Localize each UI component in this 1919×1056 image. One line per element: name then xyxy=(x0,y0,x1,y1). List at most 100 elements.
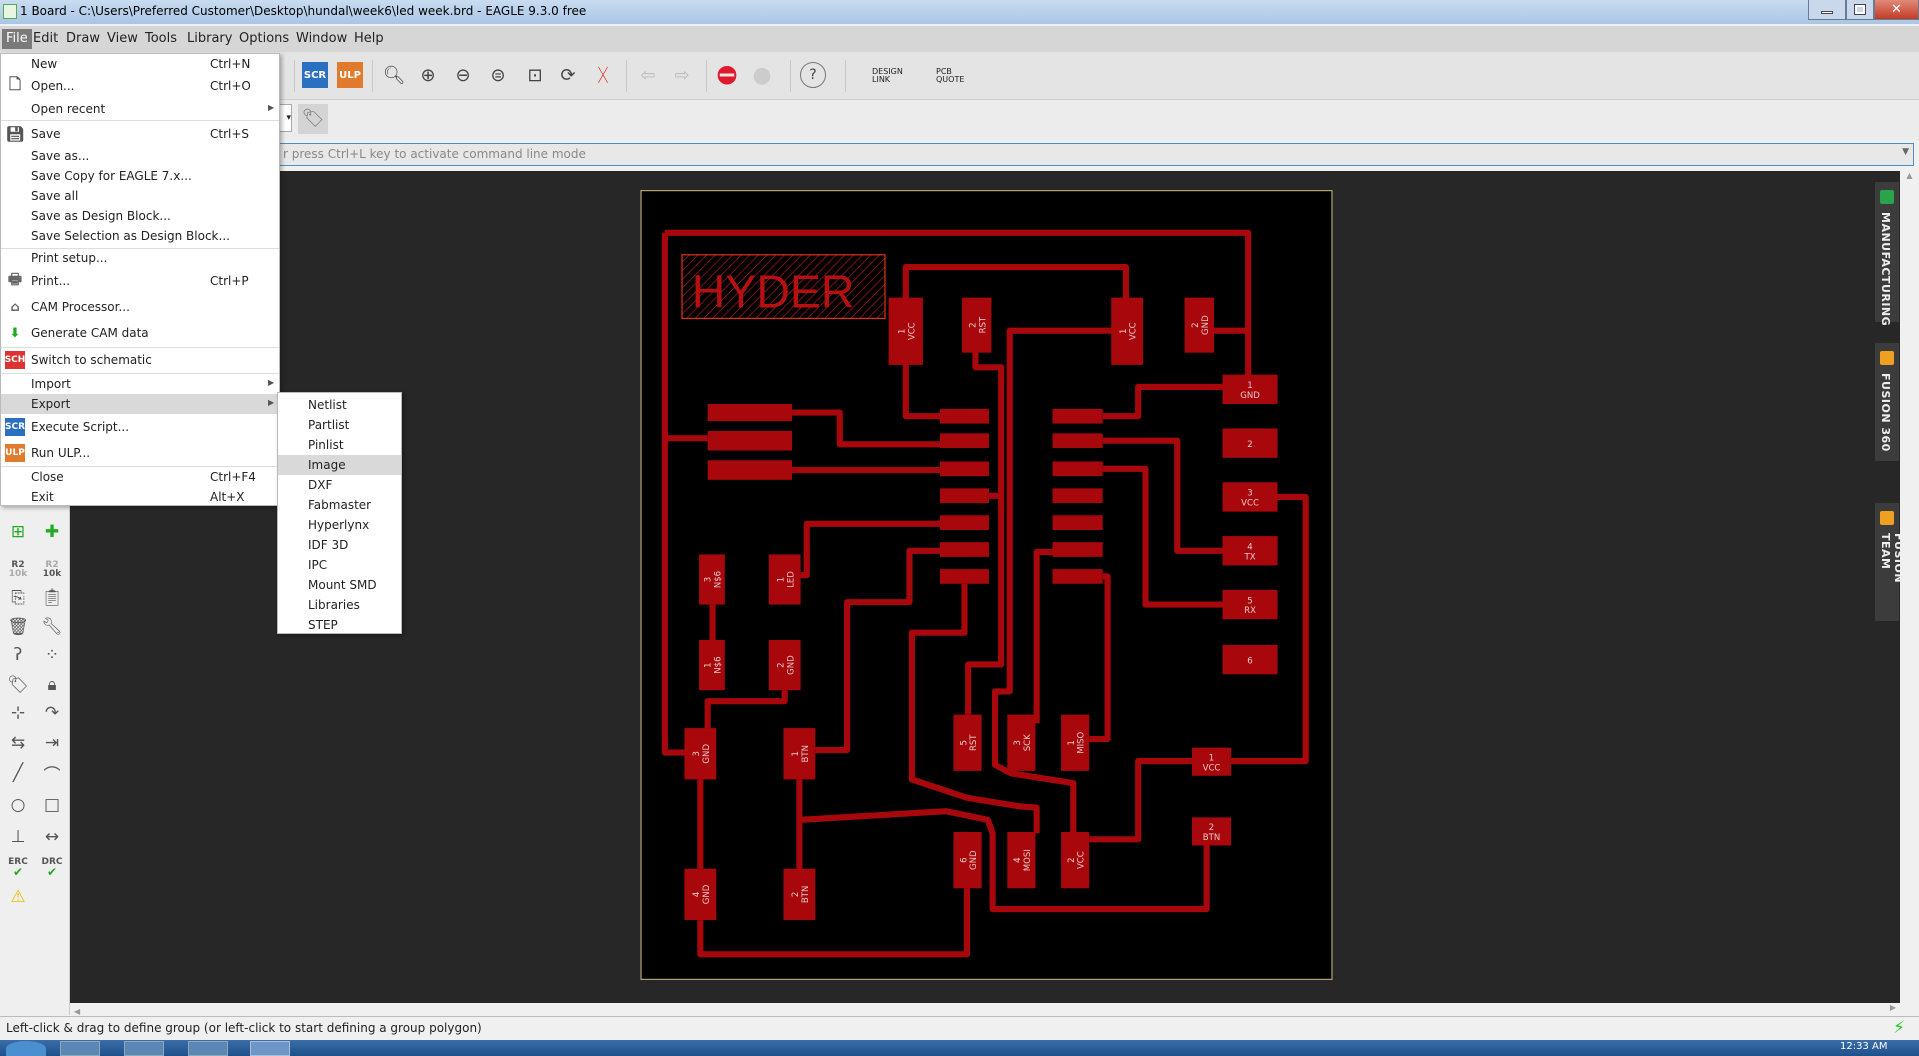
restore-button[interactable] xyxy=(1846,0,1874,20)
taskbar-notepad[interactable] xyxy=(188,1041,228,1056)
horizontal-scrollbar[interactable]: ◀▶ xyxy=(70,1003,1900,1016)
fusion-team-panel-tab[interactable]: FUSION TEAM xyxy=(1875,503,1905,621)
tag-icon[interactable]: 🏷︎ xyxy=(7,675,29,695)
pcb-quote-button[interactable]: PCB QUOTE xyxy=(924,68,964,84)
group-icon[interactable]: ⁘ xyxy=(44,645,60,665)
tag-icon[interactable]: 🏷︎ xyxy=(298,104,328,134)
zoom-select-icon[interactable]: ⊜ xyxy=(490,64,506,86)
submenu-item-libraries[interactable]: Libraries xyxy=(278,595,401,615)
manufacturing-panel-tab[interactable]: MANUFACTURING xyxy=(1875,182,1899,326)
menu-tools[interactable]: Tools xyxy=(145,31,178,46)
paste-icon[interactable]: 📋︎ xyxy=(41,588,63,608)
minimize-button[interactable] xyxy=(1808,0,1846,20)
mark-icon[interactable]: ⊥ xyxy=(10,827,26,847)
fusion360-panel-tab[interactable]: FUSION 360 xyxy=(1875,343,1899,461)
go-icon[interactable]: ● xyxy=(752,62,772,88)
submenu-item-step[interactable]: STEP xyxy=(278,615,401,635)
line-icon[interactable]: ╱ xyxy=(12,763,24,783)
warning-icon[interactable]: ⚠ xyxy=(10,887,26,907)
drc-button[interactable]: DRC✔ xyxy=(38,854,66,880)
menu-window[interactable]: Window xyxy=(296,31,348,46)
submenu-item-mount-smd[interactable]: Mount SMD xyxy=(278,575,401,595)
zoom-out-icon[interactable]: ⊖ xyxy=(455,64,471,86)
delete-icon[interactable]: 🗑︎ xyxy=(7,617,29,637)
arc-icon[interactable]: ⌒ xyxy=(43,765,61,786)
dimension-icon[interactable]: ↔ xyxy=(44,827,60,847)
command-history-dropdown-icon[interactable]: ▼ xyxy=(1902,147,1909,157)
menu-item-save-as[interactable]: Save as... xyxy=(1,146,279,166)
submenu-item-ipc[interactable]: IPC xyxy=(278,555,401,575)
menu-help[interactable]: Help xyxy=(354,31,384,46)
menu-item-save-selection[interactable]: Save Selection as Design Block... xyxy=(1,226,279,246)
undo-icon[interactable]: ⇦ xyxy=(640,64,656,86)
menu-edit[interactable]: Edit xyxy=(33,31,59,46)
stop-icon[interactable]: ⛔︎ xyxy=(716,61,738,89)
menu-draw[interactable]: Draw xyxy=(66,31,100,46)
erc-button[interactable]: ERC✔ xyxy=(4,854,32,880)
start-button[interactable] xyxy=(6,1041,46,1056)
menu-item-cam-processor[interactable]: ⌂CAM Processor... xyxy=(1,297,279,317)
command-line-input[interactable]: r press Ctrl+L key to activate command l… xyxy=(278,143,1914,166)
menu-item-open-recent[interactable]: Open recent▶ xyxy=(1,99,279,119)
submenu-item-image[interactable]: Image xyxy=(278,455,401,475)
script-button[interactable]: SCR xyxy=(302,62,328,88)
help-icon[interactable]: ? xyxy=(800,62,826,88)
menu-file[interactable]: File xyxy=(2,29,32,49)
swap-icon[interactable]: ⇆ xyxy=(10,733,26,753)
zoom-in-icon[interactable]: ⊕ xyxy=(420,64,436,86)
lock-icon[interactable]: 🔒︎ xyxy=(47,675,57,695)
submenu-item-idf3d[interactable]: IDF 3D xyxy=(278,535,401,555)
ratsnest-icon[interactable]: ᚷ xyxy=(597,64,609,86)
menu-item-save-copy[interactable]: Save Copy for EAGLE 7.x... xyxy=(1,166,279,186)
menu-item-save-design-block[interactable]: Save as Design Block... xyxy=(1,206,279,226)
submenu-item-fabmaster[interactable]: Fabmaster xyxy=(278,495,401,515)
taskbar-eagle[interactable] xyxy=(250,1041,290,1056)
submenu-item-partlist[interactable]: Partlist xyxy=(278,415,401,435)
wrench-icon[interactable]: 🔧︎ xyxy=(41,617,63,637)
split-icon[interactable]: ⇥ xyxy=(44,733,60,753)
vertical-scrollbar[interactable]: ▲ xyxy=(1900,171,1919,1003)
taskbar-chrome[interactable] xyxy=(124,1041,164,1056)
submenu-item-dxf[interactable]: DXF xyxy=(278,475,401,495)
zoom-fit-icon[interactable]: 🔍︎ xyxy=(382,64,406,86)
paint-roller-icon[interactable]: ʔ xyxy=(13,645,23,665)
menu-view[interactable]: View xyxy=(107,31,138,46)
taskbar-explorer[interactable] xyxy=(60,1041,100,1056)
menu-library[interactable]: Library xyxy=(187,31,233,46)
menu-item-import[interactable]: Import▶ xyxy=(1,374,279,394)
replace-icon[interactable]: ↷ xyxy=(44,703,60,723)
rectangle-icon[interactable]: □ xyxy=(43,795,61,815)
submenu-item-hyperlynx[interactable]: Hyperlynx xyxy=(278,515,401,535)
menu-item-generate-cam[interactable]: ⬇Generate CAM data xyxy=(1,323,279,343)
menu-item-open[interactable]: 🗋Open...Ctrl+O xyxy=(1,75,279,96)
design-link-button[interactable]: DESIGN LINK xyxy=(860,68,903,84)
menu-item-save-all[interactable]: Save all xyxy=(1,186,279,206)
submenu-item-pinlist[interactable]: Pinlist xyxy=(278,435,401,455)
menu-options[interactable]: Options xyxy=(239,31,290,46)
menu-item-print-setup[interactable]: Print setup... xyxy=(1,248,279,268)
menu-item-export[interactable]: Export▶ xyxy=(1,394,279,414)
invoke-icon[interactable]: ⊹ xyxy=(10,703,26,723)
redo-icon[interactable]: ⇨ xyxy=(674,64,690,86)
add-part-icon[interactable]: ⊞ xyxy=(10,522,26,542)
copy-icon[interactable]: ⎘ xyxy=(11,588,25,608)
redraw-icon[interactable]: ⟳ xyxy=(560,64,576,86)
close-window-button[interactable]: ✕ xyxy=(1874,0,1919,20)
submenu-item-netlist[interactable]: Netlist xyxy=(278,395,401,415)
circle-icon[interactable]: ○ xyxy=(10,795,26,815)
menu-item-print[interactable]: 🖶Print...Ctrl+P xyxy=(1,270,279,291)
add-gate-icon[interactable]: ✚ xyxy=(44,522,60,542)
trace xyxy=(704,690,788,729)
zoom-area-icon[interactable]: ⊡ xyxy=(527,64,543,86)
ulp-button[interactable]: ULP xyxy=(337,62,363,88)
